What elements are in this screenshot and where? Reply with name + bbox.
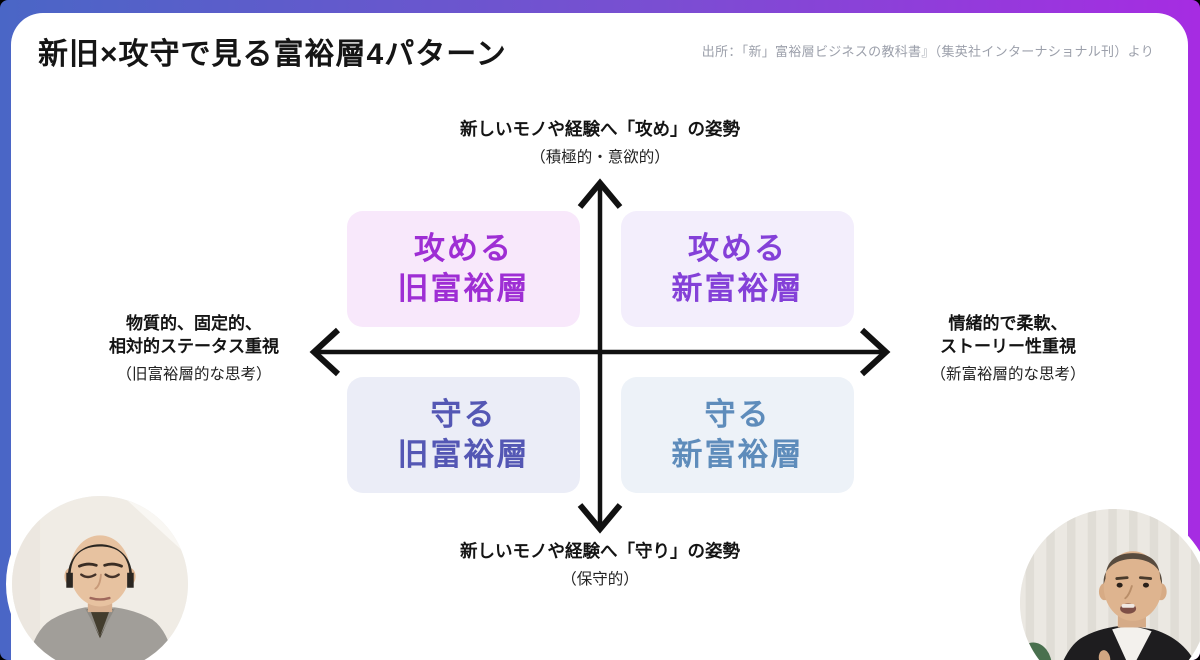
source-attribution: 出所：「新」富裕層ビジネスの教科書』（集英社インターナショナル刊）より xyxy=(701,44,1154,59)
quadrant-attack-old-wealth: 攻める 旧富裕層 xyxy=(347,211,580,327)
quadrant-label-line: 攻める xyxy=(688,231,787,267)
axis-right-subtext: （新富裕層的な思考） xyxy=(930,365,1086,383)
axis-left-text-line1: 物質的、固定的、 xyxy=(126,314,262,333)
axis-label-left: 物質的、固定的、 相対的ステータス重視 （旧富裕層的な思考） xyxy=(88,313,300,384)
axis-bottom-subtext: （保守的） xyxy=(561,570,639,588)
slide-title: 新旧×攻守で見る富裕層4パターン xyxy=(38,38,507,71)
man-black-jacket-pointing-avatar xyxy=(1020,509,1200,660)
axis-label-top: 新しいモノや経験へ「攻め」の姿勢 （積極的・意欲的） xyxy=(400,118,800,167)
quadrant-label-line: 新富裕層 xyxy=(671,437,804,472)
axis-left-subtext: （旧富裕層的な思考） xyxy=(116,365,272,383)
webcam-right xyxy=(1014,503,1200,660)
quadrant-label-line: 新富裕層 xyxy=(671,271,804,306)
axis-top-text: 新しいモノや経験へ「攻め」の姿勢 xyxy=(460,119,740,139)
axis-top-subtext: （積極的・意欲的） xyxy=(530,148,670,166)
axis-left-text-line2: 相対的ステータス重視 xyxy=(109,336,279,356)
axis-label-bottom: 新しいモノや経験へ「守り」の姿勢 （保守的） xyxy=(400,540,800,589)
quadrant-label-line: 守る xyxy=(704,397,771,433)
quadrant-defend-new-wealth: 守る 新富裕層 xyxy=(621,377,854,493)
man-gray-jacket-avatar xyxy=(12,496,188,660)
quadrant-label-line: 旧富裕層 xyxy=(397,271,530,306)
axis-label-right: 情緒的で柔軟、 ストーリー性重視 （新富裕層的な思考） xyxy=(902,313,1114,384)
quadrant-label-line: 旧富裕層 xyxy=(397,437,530,472)
quadrant-label-line: 守る xyxy=(430,397,497,433)
slide-card: 新旧×攻守で見る富裕層4パターン 出所：「新」富裕層ビジネスの教科書』（集英社イ… xyxy=(11,13,1188,660)
quadrant-label-line: 攻める xyxy=(414,231,513,267)
axis-bottom-text: 新しいモノや経験へ「守り」の姿勢 xyxy=(460,541,740,561)
quadrant-defend-old-wealth: 守る 旧富裕層 xyxy=(347,377,580,493)
axis-right-text-line1: 情緒的で柔軟、 xyxy=(948,314,1068,333)
quadrant-attack-new-wealth: 攻める 新富裕層 xyxy=(621,211,854,327)
axis-right-text-line2: ストーリー性重視 xyxy=(940,336,1076,356)
